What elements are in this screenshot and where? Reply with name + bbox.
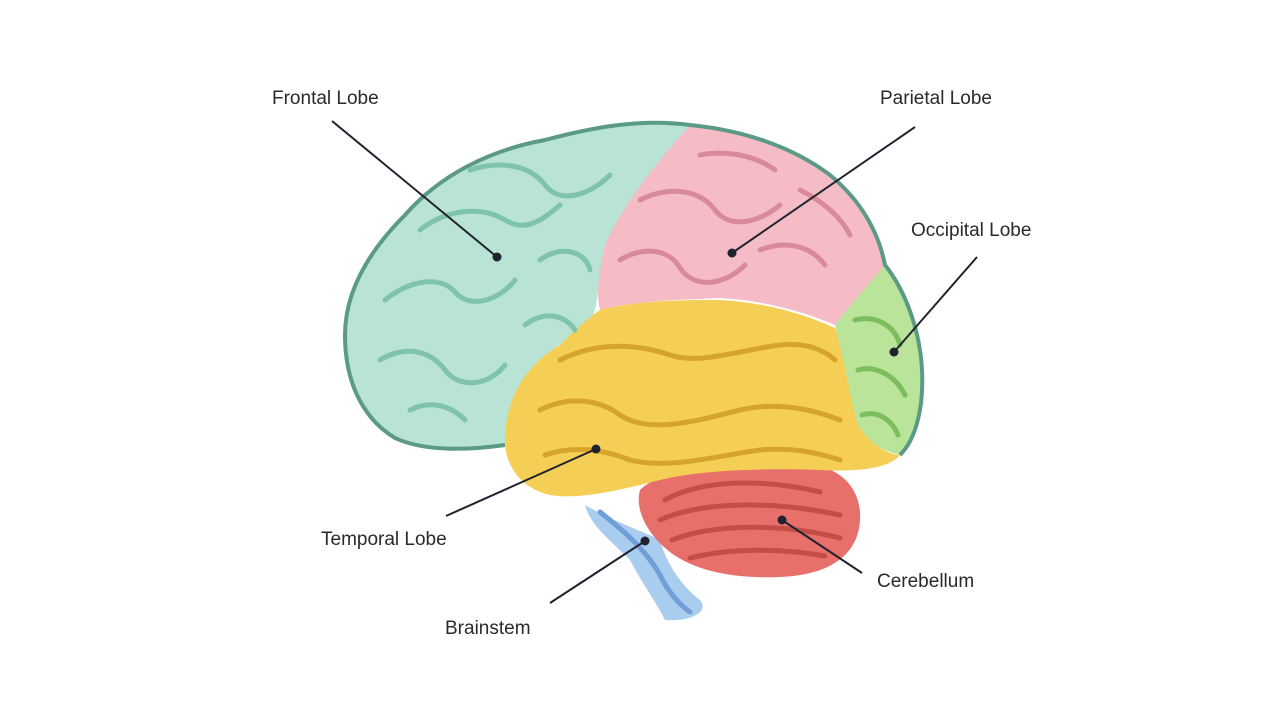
- cerebellum-label: Cerebellum: [877, 571, 974, 592]
- brain-outline: [342, 120, 691, 451]
- occipital-gyri: [852, 316, 908, 438]
- brainstem-region: [585, 505, 703, 621]
- parietal-lobe-region: [597, 125, 885, 325]
- cerebellum-callout: Cerebellum: [777, 515, 974, 592]
- occipital-leader-line: [893, 256, 978, 353]
- cerebellum-region: [638, 462, 861, 578]
- temporal-marker-dot: [591, 444, 601, 454]
- temporal-lobe-callout: Temporal Lobe: [321, 444, 601, 550]
- occipital-lobe-label: Occipital Lobe: [911, 220, 1031, 241]
- parietal-marker-dot: [727, 248, 737, 258]
- brainstem-leader-line: [549, 540, 646, 604]
- occipital-marker-dot: [889, 347, 899, 357]
- occipital-lobe-region: [835, 265, 923, 455]
- cerebellum-marker-dot: [777, 515, 787, 525]
- frontal-lobe-label: Frontal Lobe: [272, 88, 379, 109]
- brain-illustration-icon: [342, 120, 925, 621]
- parietal-leader-line: [731, 126, 916, 254]
- cerebellum-leader-line: [781, 519, 863, 574]
- temporal-lobe-label: Temporal Lobe: [321, 529, 447, 550]
- frontal-gyri: [377, 162, 613, 423]
- frontal-marker-dot: [492, 252, 502, 262]
- brainstem-label: Brainstem: [445, 618, 531, 639]
- frontal-lobe-region: [345, 122, 690, 449]
- temporal-leader-line: [445, 448, 597, 517]
- brainstem-marker-dot: [640, 536, 650, 546]
- parietal-gyri: [617, 150, 853, 285]
- cerebellum-folia: [657, 480, 843, 561]
- occipital-lobe-callout: Occipital Lobe: [889, 220, 1031, 357]
- frontal-lobe-callout: Frontal Lobe: [272, 88, 502, 262]
- parietal-lobe-callout: Parietal Lobe: [727, 88, 992, 258]
- brainstem-texture: [597, 509, 693, 615]
- brain-outline-top: [689, 123, 925, 457]
- brainstem-callout: Brainstem: [445, 536, 650, 639]
- frontal-leader-line: [331, 120, 498, 258]
- parietal-lobe-label: Parietal Lobe: [880, 88, 992, 109]
